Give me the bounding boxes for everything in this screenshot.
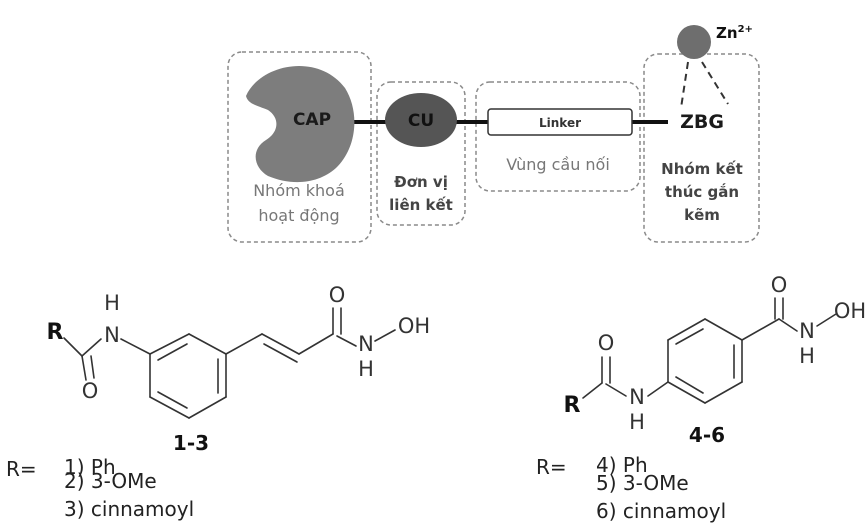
compound-1-3-label: 1-3	[173, 431, 209, 455]
compound-1-3-hydroxyl: OH	[398, 314, 430, 338]
compound-4-6-hydroxyl: OH	[834, 299, 866, 323]
cap-region-box	[227, 51, 372, 243]
compound-1-3-amide-h: H	[104, 291, 120, 315]
compound-1-3-r-group: R	[47, 320, 64, 345]
compound-1-3-r-prefix: R=	[6, 457, 37, 481]
cu-shape	[385, 93, 457, 147]
pharmacophore-model: CAP CU Linker ZBG Zn2+ Nhóm khoá hoạt độ…	[227, 24, 760, 243]
linker-region-box	[475, 81, 641, 192]
cu-region-box	[376, 81, 466, 226]
zbg-description-line1: Nhóm kết	[661, 159, 743, 178]
zinc-coordination-right	[701, 61, 729, 105]
compound-4-6-r-prefix: R=	[536, 455, 567, 479]
compound-4-6-hydroxamic-h: H	[799, 344, 815, 368]
compound-4-6-r-option-1: 4) Ph	[596, 453, 648, 477]
compound-4-6-label: 4-6	[689, 423, 725, 447]
compound-1-3-r-list: R= 1) Ph 2) 3-OMe 3) cinnamoyl	[6, 455, 194, 521]
linker-description: Vùng cầu nối	[506, 155, 610, 174]
compound-4-6-hydroxamic-n: N	[799, 319, 815, 343]
compound-1-3-hydroxamic-h: H	[358, 357, 374, 381]
cap-description-line2: hoạt động	[258, 206, 339, 225]
cu-label: CU	[408, 111, 434, 131]
compound-4-6-r-group: R	[564, 393, 581, 418]
compound-1-3-structure: R H N O O N H OH 1-3	[47, 283, 431, 455]
linker-label: Linker	[539, 116, 581, 130]
compound-4-6-r-list: R= 4) Ph 5) 3-OMe 6) cinnamoyl	[536, 453, 726, 523]
zinc-label: Zn2+	[716, 24, 753, 42]
compound-4-6-amide-o: O	[598, 331, 615, 355]
compound-1-3-r-option-1: 1) Ph	[64, 455, 116, 479]
compound-1-3-amide-n: N	[104, 323, 120, 347]
zbg-description-line2: thúc gắn	[665, 182, 739, 201]
compound-1-3-r-option-3: 3) cinnamoyl	[64, 497, 194, 521]
zinc-coordination-left	[680, 61, 689, 109]
compound-4-6-r-option-2: 5) 3-OMe	[596, 471, 689, 495]
compound-4-6-structure: R O N H O N H OH 4-6	[564, 273, 867, 447]
zinc-ion	[677, 25, 711, 59]
cap-description-line1: Nhóm khoá	[253, 181, 345, 200]
cap-shape	[246, 65, 355, 183]
compound-4-6-amide-n: N	[629, 385, 645, 409]
linker-shape	[487, 108, 633, 136]
compound-1-3-amide-o: O	[82, 379, 99, 403]
cu-description-line2: liên kết	[389, 195, 453, 214]
cu-description-line1: Đơn vị	[394, 173, 448, 191]
compound-1-3-carbonyl-o: O	[329, 283, 346, 307]
compound-1-3-r-option-2: 2) 3-OMe	[64, 469, 157, 493]
compound-4-6-amide-h: H	[629, 410, 645, 434]
cap-label: CAP	[293, 110, 331, 130]
compound-4-6-carbonyl-o: O	[771, 273, 788, 297]
zbg-label: ZBG	[680, 111, 724, 133]
zbg-description-line3: kẽm	[684, 206, 720, 224]
compound-1-3-hydroxamic-n: N	[358, 332, 374, 356]
compound-4-6-r-option-3: 6) cinnamoyl	[596, 499, 726, 523]
